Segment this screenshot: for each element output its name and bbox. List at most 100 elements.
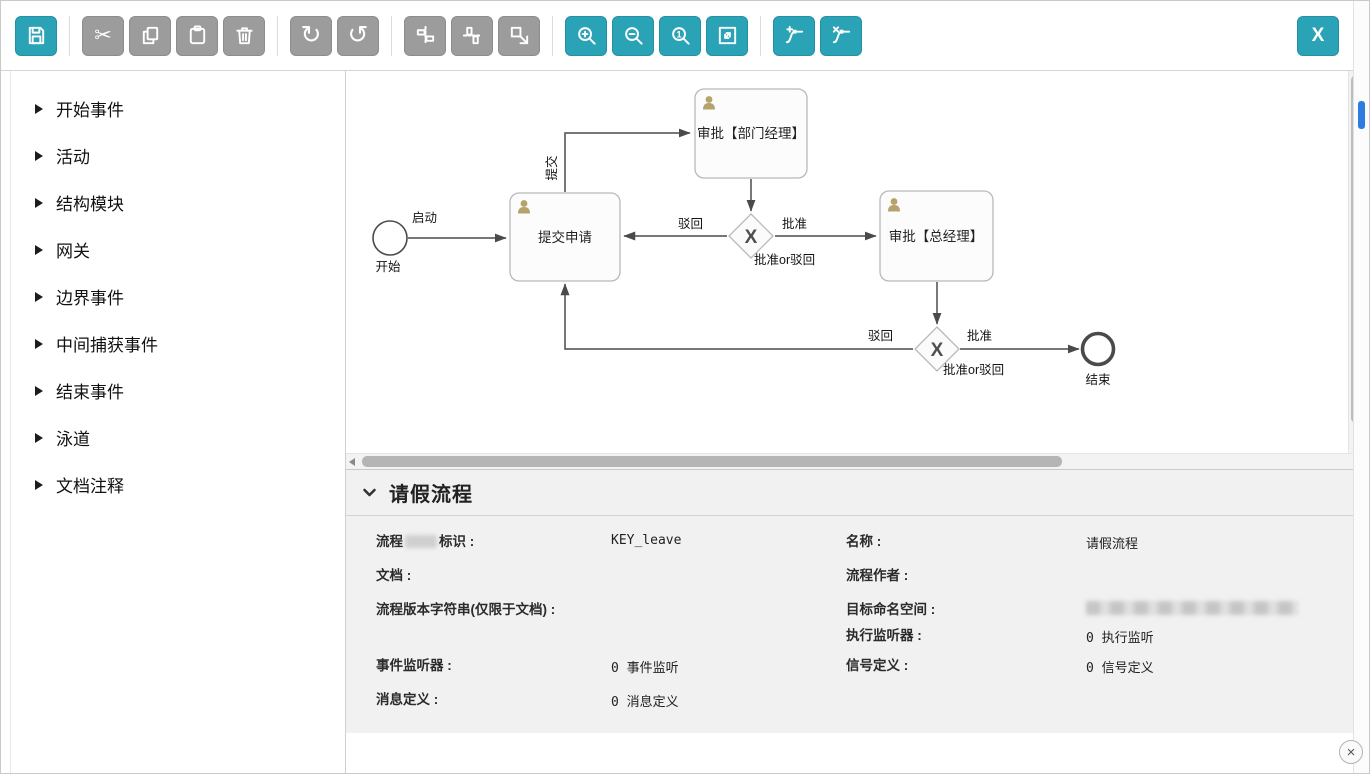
properties-grid: 流程标识 : KEY_leave 名称 : 请假流程 文档 : 流程作者 : 流… [346, 516, 1364, 720]
start-event-label: 开始 [375, 260, 401, 274]
process-key-value[interactable]: KEY_leave [611, 533, 682, 548]
same-size-button[interactable] [498, 15, 540, 56]
chevron-right-icon [35, 103, 43, 114]
end-event-circle[interactable] [1080, 331, 1116, 367]
chevron-right-icon [35, 385, 43, 396]
task-dept-manager-approval[interactable] [694, 88, 808, 179]
cut-button[interactable]: ✂ [82, 15, 124, 56]
properties-panel: 请假流程 流程标识 : KEY_leave 名称 : 请假流程 文档 : 流程作… [346, 469, 1364, 733]
target-namespace-label: 目标命名空间 : [846, 602, 936, 617]
version-string-value[interactable] [611, 596, 846, 622]
palette-item-label: 结束事件 [56, 383, 124, 402]
redo-icon: ↻ [300, 21, 322, 49]
properties-header[interactable]: 请假流程 [346, 470, 1364, 516]
event-listener-value[interactable]: 0 事件监听 [611, 661, 679, 676]
target-namespace-value[interactable] [1086, 596, 1364, 622]
message-definition-label: 消息定义 : [376, 692, 439, 707]
zoom-in-icon [577, 27, 596, 45]
zoom-fit-icon [718, 26, 736, 45]
page-scrollbar[interactable] [1353, 1, 1369, 773]
chevron-right-icon [35, 291, 43, 302]
documentation-value[interactable] [611, 562, 846, 596]
task-label-gm: 审批【总经理】 [889, 229, 984, 244]
canvas-viewport[interactable]: X X 提交申请 审批【部门经理】 审批【总经理】 开始 结束 启动 提交 驳回… [346, 71, 1348, 453]
palette-item-structural[interactable]: 结构模块 [11, 179, 345, 226]
remove-bendpoint-button[interactable] [820, 15, 862, 56]
start-event-circle[interactable] [372, 220, 408, 256]
scissors-icon: ✂ [94, 24, 112, 47]
close-designer-button[interactable]: X [1297, 15, 1339, 56]
user-icon [888, 198, 900, 212]
remove-bendpoint-icon [832, 26, 850, 44]
paste-button[interactable] [176, 15, 218, 56]
zoom-fit-button[interactable] [706, 15, 748, 56]
page-scrollbar-thumb[interactable] [1358, 101, 1365, 129]
user-icon [518, 200, 530, 214]
canvas-horizontal-scrollbar[interactable] [346, 453, 1364, 469]
add-bendpoint-button[interactable] [773, 15, 815, 56]
horizontal-scrollbar-thumb[interactable] [362, 456, 1062, 467]
main-area: 开始事件 活动 结构模块 网关 边界事件 中间捕获事件 结束事件 泳道 文档注释 [1, 71, 1369, 773]
signal-definition-value[interactable]: 0 信号定义 [1086, 661, 1154, 676]
palette-item-label: 泳道 [56, 430, 90, 449]
gateway2-diamond[interactable] [914, 326, 960, 372]
palette-item-label: 开始事件 [56, 101, 124, 120]
add-bendpoint-icon [785, 25, 803, 44]
execution-listener-label: 执行监听器 : [846, 628, 922, 643]
chevron-down-icon [363, 488, 376, 497]
svg-text:1: 1 [676, 29, 681, 39]
same-size-icon [510, 26, 528, 45]
distribute-horizontal-button[interactable] [451, 15, 493, 56]
palette-item-boundary-events[interactable]: 边界事件 [11, 273, 345, 320]
toolbar-separator [69, 15, 70, 56]
delete-button[interactable] [223, 15, 265, 56]
palette-item-gateways[interactable]: 网关 [11, 226, 345, 273]
task-general-manager-approval[interactable] [879, 190, 994, 282]
palette-item-label: 边界事件 [56, 289, 124, 308]
zoom-in-button[interactable] [565, 15, 607, 56]
edge-label-gw2-reject: 驳回 [868, 329, 893, 343]
toolbar: ✂ ↻ ↺ 1 [1, 1, 1369, 71]
palette-item-swimlanes[interactable]: 泳道 [11, 414, 345, 461]
bpmn-diagram: X X 提交申请 审批【部门经理】 审批【总经理】 开始 结束 启动 提交 驳回… [372, 88, 1116, 387]
save-button[interactable] [15, 15, 57, 56]
gateway1-caption: 批准or驳回 [754, 252, 815, 267]
scroll-left-arrow-icon[interactable] [349, 458, 355, 466]
palette-item-end-events[interactable]: 结束事件 [11, 367, 345, 414]
zoom-actual-button[interactable]: 1 [659, 15, 701, 56]
palette-item-intermediate-catching-events[interactable]: 中间捕获事件 [11, 320, 345, 367]
distribute-horizontal-icon [462, 26, 482, 45]
distribute-vertical-button[interactable] [404, 15, 446, 56]
edge-label-gw1-reject: 驳回 [678, 217, 703, 231]
process-author-value[interactable] [1086, 562, 1364, 596]
distribute-vertical-icon [416, 25, 434, 46]
task-submit-application[interactable] [509, 192, 621, 282]
trash-icon [235, 27, 253, 45]
redo-button[interactable]: ↻ [290, 15, 332, 56]
execution-listener-value[interactable]: 0 执行监听 [1086, 631, 1154, 646]
user-icon [703, 96, 715, 110]
toolbar-separator [760, 15, 761, 56]
chevron-right-icon [35, 479, 43, 490]
gateway1-x: X [745, 227, 758, 248]
gateway2-x: X [931, 340, 944, 361]
end-event-label: 结束 [1085, 373, 1111, 387]
zoom-out-button[interactable] [612, 15, 654, 56]
process-name-value[interactable]: 请假流程 [1086, 537, 1139, 552]
palette-item-start-events[interactable]: 开始事件 [11, 85, 345, 132]
palette-item-annotations[interactable]: 文档注释 [11, 461, 345, 508]
palette-item-label: 活动 [56, 148, 90, 167]
flow-submit-to-dept-manager[interactable] [564, 128, 691, 192]
palette-item-label: 文档注释 [56, 477, 124, 496]
message-definition-value[interactable]: 0 消息定义 [611, 695, 679, 710]
page-close-button[interactable]: × [1339, 740, 1363, 764]
flow-gateway2-reject[interactable] [560, 283, 913, 350]
undo-button[interactable]: ↺ [337, 15, 379, 56]
toolbar-separator [552, 15, 553, 56]
palette-item-activities[interactable]: 活动 [11, 132, 345, 179]
copy-button[interactable] [129, 15, 171, 56]
process-name-label: 名称 : [846, 534, 882, 549]
documentation-label: 文档 : [376, 568, 412, 583]
gateway1-diamond[interactable] [728, 213, 774, 259]
